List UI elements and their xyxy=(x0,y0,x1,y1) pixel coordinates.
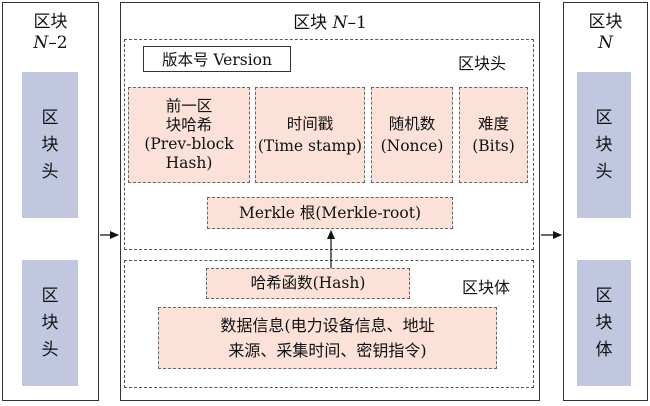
block-n-title-line1: 区块 xyxy=(588,12,623,32)
prev-block-hash-field: 前一区 块哈希 (Prev-block Hash) xyxy=(128,87,250,183)
nonce-line2: (Nonce) xyxy=(380,136,444,155)
block-n-minus-2-index-rest: –2 xyxy=(48,33,68,53)
bits-field: 难度 (Bits) xyxy=(459,87,528,183)
block-n-header-label: 区块头 xyxy=(595,107,613,182)
block-n-minus-1-index-var: N xyxy=(332,13,348,33)
block-n-body-label: 区块体 xyxy=(595,285,613,360)
block-n-minus-2-body-label: 区块头 xyxy=(41,285,59,360)
prev-hash-line4: Hash) xyxy=(165,154,213,172)
prev-hash-line2: 块哈希 xyxy=(165,116,213,134)
block-n-title: 区块 N xyxy=(563,12,648,54)
block-n-header: 区块头 xyxy=(577,72,631,218)
data-info-line2: 来源、采集时间、密钥指令) xyxy=(228,341,427,360)
block-n-minus-2-title: 区块 N–2 xyxy=(2,12,99,54)
block-n-minus-2-header-label: 区块头 xyxy=(41,107,59,182)
nonce-field: 随机数 (Nonce) xyxy=(371,87,453,183)
version-label: 版本号 Version xyxy=(161,51,272,69)
data-info-box: 数据信息(电力设备信息、地址 来源、采集时间、密钥指令) xyxy=(158,307,497,369)
bits-line1: 难度 xyxy=(477,114,509,133)
timestamp-line2: (Time stamp) xyxy=(257,136,363,155)
timestamp-line1: 时间戳 xyxy=(286,114,334,133)
merkle-root-label: Merkle 根(Merkle-root) xyxy=(238,203,421,222)
block-header-region xyxy=(124,39,534,250)
block-header-label: 区块头 xyxy=(458,54,507,73)
block-n-minus-2-title-line2: N–2 xyxy=(2,33,99,54)
block-n-minus-1-title-prefix: 区块 xyxy=(293,13,333,33)
block-body-label: 区块体 xyxy=(462,278,511,297)
nonce-line1: 随机数 xyxy=(388,114,436,133)
block-n-minus-2-header: 区块头 xyxy=(22,72,78,218)
merkle-root-box: Merkle 根(Merkle-root) xyxy=(207,197,453,229)
block-n-minus-1-title: 区块 N–1 xyxy=(120,13,540,34)
block-n-minus-2-body: 区块头 xyxy=(22,260,78,386)
version-box: 版本号 Version xyxy=(143,46,291,72)
bits-line2: (Bits) xyxy=(472,136,515,155)
block-n-body: 区块体 xyxy=(577,260,631,386)
block-n-minus-2-title-line1: 区块 xyxy=(33,12,68,32)
block-n-minus-1-title-suffix: –1 xyxy=(347,13,367,33)
prev-hash-line1: 前一区 xyxy=(165,97,213,115)
hash-function-label: 哈希函数(Hash) xyxy=(250,274,366,292)
data-info-line1: 数据信息(电力设备信息、地址 xyxy=(220,316,435,335)
hash-function-box: 哈希函数(Hash) xyxy=(206,268,410,299)
block-n-index-var: N xyxy=(598,33,613,53)
timestamp-field: 时间戳 (Time stamp) xyxy=(255,87,365,183)
block-n-minus-2-index-var: N xyxy=(33,33,49,53)
block-body-region xyxy=(124,260,534,388)
prev-hash-line3: (Prev-block xyxy=(144,135,234,153)
